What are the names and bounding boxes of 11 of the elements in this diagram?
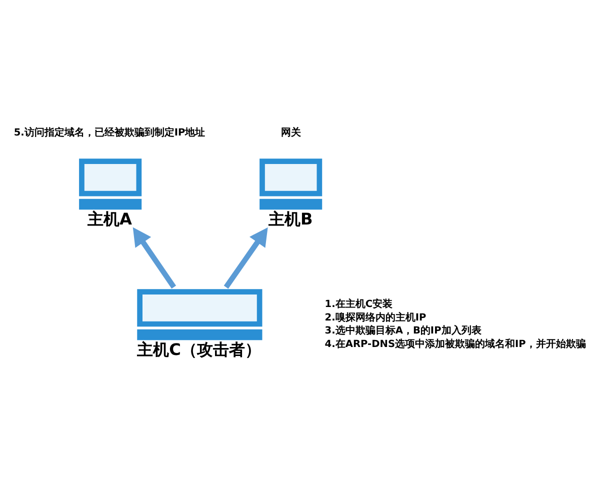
arrow — [224, 227, 268, 289]
node-label: 5.访问指定域名，已经被欺骗到制定IP地址 — [14, 127, 206, 138]
node-label: 主机A — [88, 209, 132, 228]
node-label: 主机C（攻击者） — [137, 340, 261, 359]
node-label: 1.在主机C安装 — [324, 298, 393, 310]
node-label: 2.嗅探网络内的主机IP — [324, 312, 426, 324]
node-label: 4.在ARP-DNS选项中添加被欺骗的域名和IP，并开始欺骗 — [324, 339, 586, 350]
node-label: 网关 — [281, 127, 302, 138]
node-label: 3.选中欺骗目标A，B的IP加入列表 — [324, 326, 482, 337]
arrow — [132, 227, 176, 289]
node-label: 主机B — [268, 209, 313, 228]
